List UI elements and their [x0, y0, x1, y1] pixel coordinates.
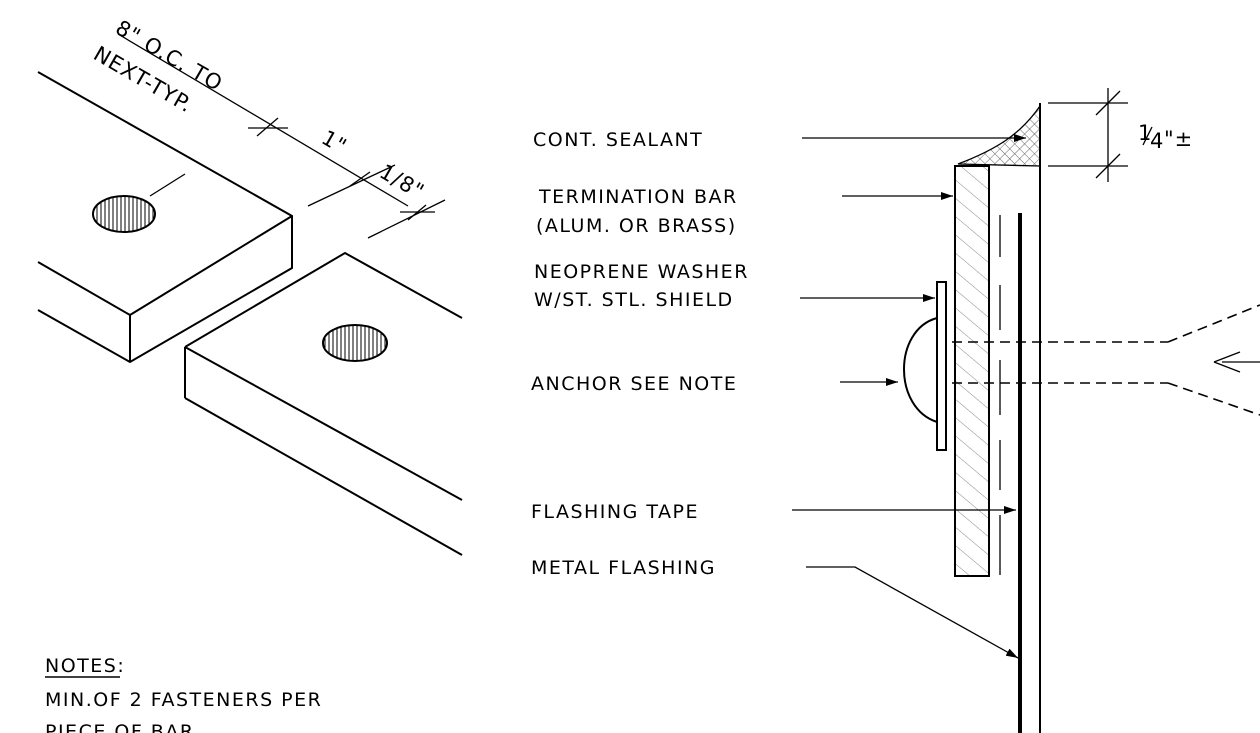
label-termination-bar-1: TERMINATION BAR	[538, 186, 738, 208]
sealant-dim-num: 1	[1138, 121, 1152, 145]
edge-dimension: 1"	[318, 126, 352, 159]
sealant-bead	[957, 103, 1041, 167]
label-flashing-tape: FLASHING TAPE	[531, 501, 699, 523]
bar-piece-left	[37, 71, 293, 364]
section-view: 1 4 "±	[792, 88, 1260, 733]
isometric-bar-view: 8" O.C. TO NEXT-TYP. 1" 1/8"	[37, 16, 463, 556]
bar-piece-right	[184, 251, 463, 556]
neoprene-washer	[903, 317, 938, 423]
notes-line-2: PIECE OF BAR	[45, 721, 195, 733]
sealant-dim-suffix: "±	[1164, 127, 1193, 151]
bolt-hole-left	[92, 195, 156, 233]
label-neoprene-washer-1: NEOPRENE WASHER	[534, 261, 749, 283]
termination-bar	[954, 165, 990, 577]
gap-dimension: 1/8"	[376, 160, 429, 205]
notes-block: NOTES: MIN.OF 2 FASTENERS PER PIECE OF B…	[45, 655, 322, 733]
iso-dimension-lines	[117, 33, 446, 239]
sealant-dimension: 1 4 "±	[1048, 88, 1193, 182]
bolt-hole-right	[322, 324, 388, 362]
label-anchor: ANCHOR SEE NOTE	[531, 373, 737, 395]
st-stl-shield	[936, 281, 947, 451]
leader-metal-flashing	[806, 566, 1019, 659]
callout-labels: CONT. SEALANT TERMINATION BAR (ALUM. OR …	[531, 129, 749, 579]
sealant-dim-den: 4	[1150, 129, 1164, 153]
label-termination-bar-2: (ALUM. OR BRASS)	[536, 215, 737, 237]
anchor-hole-dashed	[952, 304, 1260, 416]
label-metal-flashing: METAL FLASHING	[531, 557, 716, 579]
notes-line-1: MIN.OF 2 FASTENERS PER	[45, 689, 322, 711]
label-cont-sealant: CONT. SEALANT	[533, 129, 703, 151]
label-neoprene-washer-2: W/ST. STL. SHIELD	[534, 289, 734, 311]
notes-heading: NOTES:	[45, 655, 125, 677]
